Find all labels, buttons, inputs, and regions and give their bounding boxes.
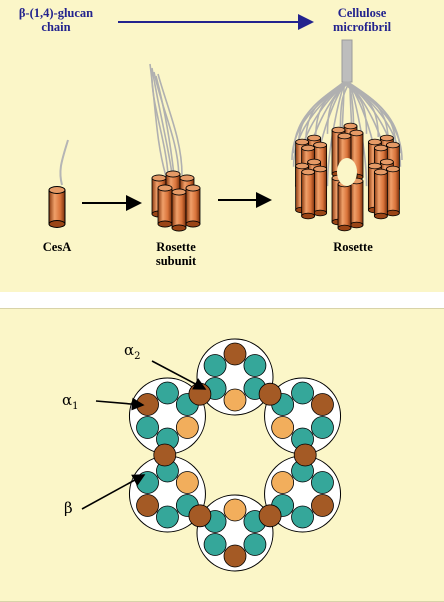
cesa-protein (188, 504, 212, 528)
cesa-cylinder (385, 165, 400, 217)
rosette-top-view-drawing (81, 338, 342, 572)
glucan-chain (151, 69, 169, 176)
rosette-subunit (149, 63, 201, 232)
glucan-chain (347, 81, 402, 154)
cesa-cylinder (171, 188, 187, 232)
cellulose-microfibril-label: Cellulose microfibril (332, 6, 392, 34)
rosette-subunit-top-view (196, 338, 274, 416)
glucan-chain (155, 75, 175, 176)
cesa-protein (156, 505, 179, 529)
beta-pointer (81, 474, 146, 510)
glucan-chain-label: β-(1,4)-glucan chain (18, 6, 94, 34)
glucan-chain (314, 81, 348, 137)
cesa-protein (203, 533, 227, 556)
cesa-protein (311, 494, 334, 517)
rosette-label: Rosette (333, 240, 373, 254)
cesa-protein (175, 416, 199, 439)
rosette-subunit-top-view (264, 455, 342, 533)
cesa-protein (203, 354, 227, 377)
cesa-protein (271, 471, 295, 494)
cesa-cylinder (48, 139, 69, 228)
cesa-protein (243, 533, 267, 556)
rosette-subunit-label: Rosette subunit (155, 240, 197, 268)
glucan-chain (344, 81, 380, 137)
cesa-cylinder (337, 180, 352, 232)
cesa-protein (258, 382, 282, 406)
glucan-chain (326, 81, 349, 134)
cesa-protein (291, 381, 314, 405)
rosette-assembly-drawing (48, 14, 403, 232)
cesa-protein (156, 381, 179, 405)
cesa-protein (243, 354, 267, 377)
cesa-cylinder (157, 184, 173, 228)
cesa-protein (136, 494, 159, 517)
cesa-cylinder (301, 168, 316, 220)
glucan-chain (151, 67, 173, 176)
cesa-protein (153, 443, 177, 467)
beta-label: β (64, 499, 73, 517)
cesa-protein (136, 416, 159, 439)
cesa-cylinder (313, 165, 328, 217)
cesa-protein (311, 416, 334, 439)
cesa-cylinder (373, 168, 388, 220)
cesa-protein (136, 471, 159, 494)
cesa-cylinder (349, 177, 364, 229)
glucan-chain (343, 81, 368, 134)
glucan-chain (157, 73, 183, 176)
cesa-protein (293, 443, 317, 467)
alpha2-pointer (151, 360, 207, 390)
rosette-subunit-top-view (196, 494, 274, 572)
alpha2-label: α2 (124, 341, 141, 363)
glucan-chain (153, 71, 180, 176)
cesa-protein (258, 504, 282, 528)
rosette (291, 39, 403, 232)
cesa-label: CesA (42, 240, 72, 254)
glucan-chain (297, 81, 346, 147)
cesa-protein (223, 544, 247, 568)
cesa-protein (223, 342, 247, 366)
rosette-assembly-panel: β-(1,4)-glucan chain Cellulose microfibr… (0, 0, 444, 293)
alpha1-label: α1 (62, 391, 79, 413)
cesa-cylinder (185, 184, 201, 228)
cesa-protein (223, 498, 247, 522)
alpha1-pointer (95, 397, 145, 411)
rosette-subunit-top-view (264, 377, 342, 455)
cesa-protein (311, 393, 334, 416)
cesa-protein (175, 471, 199, 494)
cesa-protein (223, 388, 247, 412)
cesa-protein (271, 416, 295, 439)
rosette-top-view-panel: α1 α2 β (0, 308, 444, 602)
glucan-chain (305, 81, 347, 142)
cesa-protein (311, 471, 334, 494)
panel-separator (0, 292, 444, 308)
cesa-protein (291, 505, 314, 529)
